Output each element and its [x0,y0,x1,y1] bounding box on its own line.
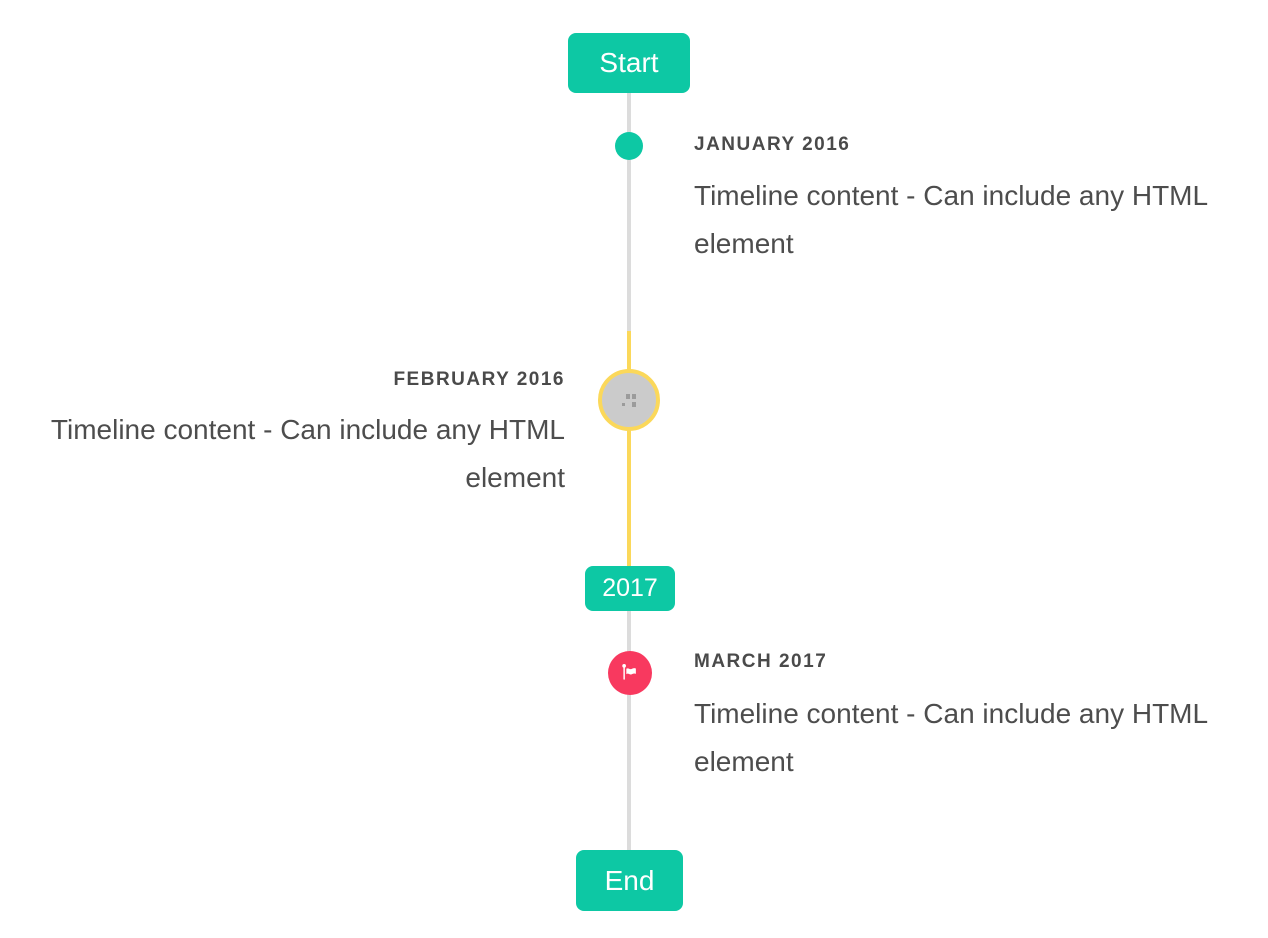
timeline-marker-dot [615,132,643,160]
item-heading-january-2016: JANUARY 2016 [694,134,851,155]
broken-image-icon [620,392,638,409]
item-heading-february-2016: FEBRUARY 2016 [393,369,565,390]
item-heading-march-2017: MARCH 2017 [694,651,828,672]
item-content-january-2016: Timeline content - Can include any HTML … [694,180,1208,259]
start-badge: Start [568,33,690,93]
year-badge-2017: 2017 [585,566,675,611]
timeline-marker-flag-circle [608,651,652,695]
timeline-line-segment-yellow [627,331,631,566]
item-content-march-2017: Timeline content - Can include any HTML … [694,698,1208,777]
item-content-february-2016: Timeline content - Can include any HTML … [50,414,565,493]
timeline-marker-image-circle [598,369,660,431]
flag-icon [619,662,641,684]
end-badge: End [576,850,683,911]
timeline-line-segment-gray-bottom [627,611,631,851]
timeline-line-segment-gray-top [627,93,631,331]
